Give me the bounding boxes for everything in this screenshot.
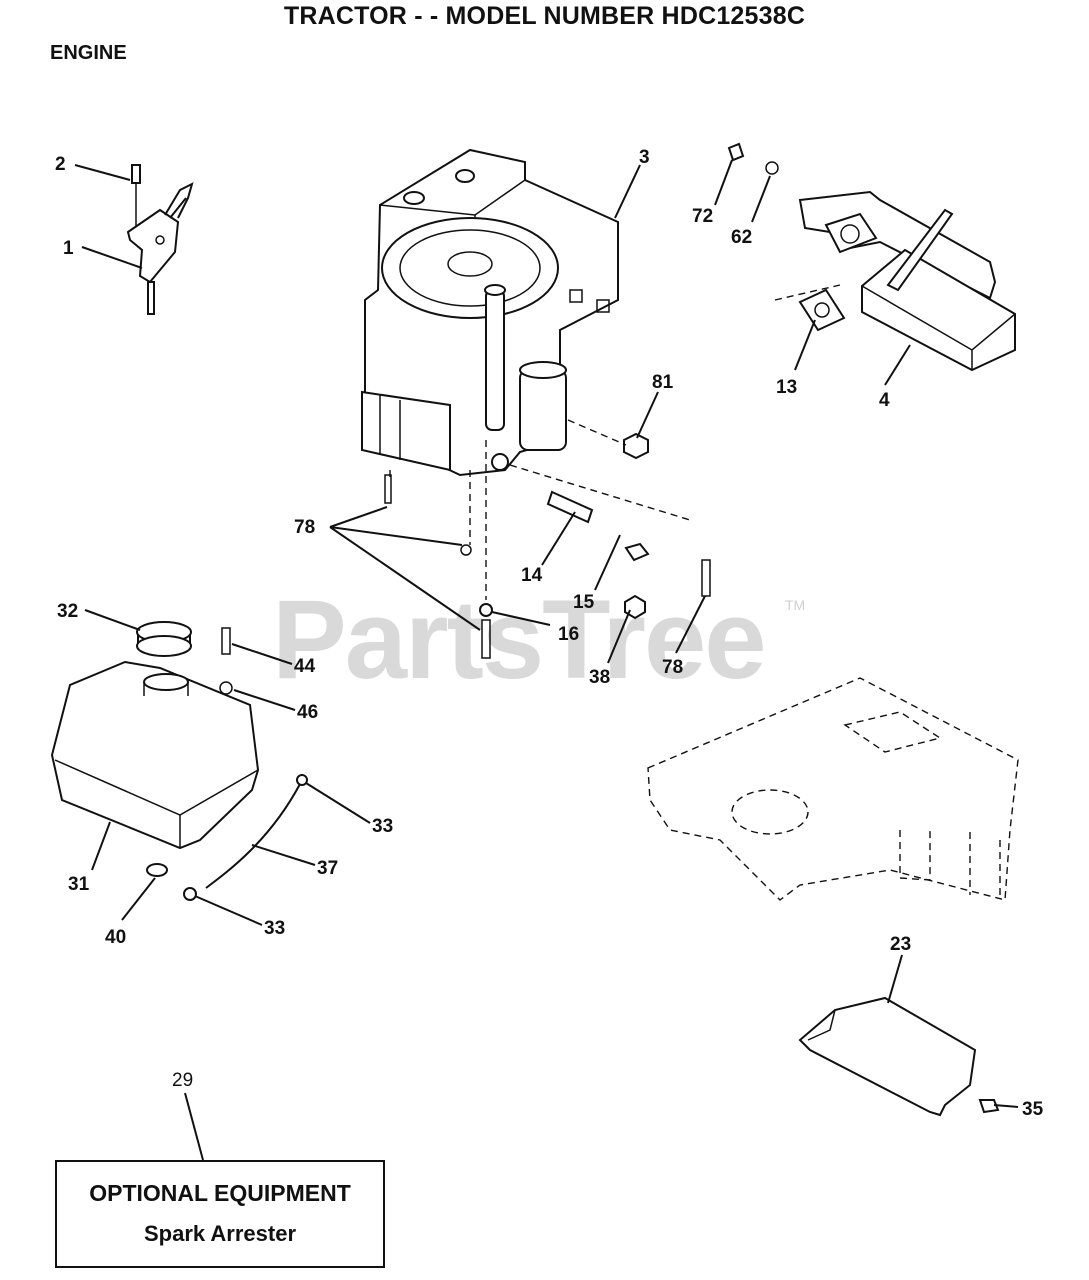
callout-16: 16 (558, 624, 579, 645)
callout-2: 2 (55, 154, 66, 175)
callout-44: 44 (294, 656, 316, 677)
callout-37: 37 (317, 858, 338, 879)
hardware-parts (384, 419, 711, 659)
callout-13: 13 (776, 377, 797, 398)
callout-32: 32 (57, 601, 78, 622)
callout-46: 46 (297, 702, 318, 723)
part-callouts: 2 1 3 72 62 13 4 81 78 14 15 16 38 78 32… (55, 147, 1044, 1120)
optional-equipment-box: OPTIONAL EQUIPMENT Spark Arrester (55, 1160, 385, 1268)
engine-part (361, 148, 619, 477)
callout-15: 15 (573, 592, 595, 613)
callout-78-engine: 78 (294, 517, 315, 538)
section-heading: ENGINE (50, 42, 127, 64)
callout-4: 4 (879, 390, 890, 411)
callout-38: 38 (589, 667, 610, 688)
callout-29: 29 (172, 1070, 193, 1091)
callout-14: 14 (521, 565, 543, 586)
fuel-tank-part (50, 621, 308, 901)
callout-35: 35 (1022, 1099, 1044, 1120)
callout-81: 81 (652, 372, 674, 393)
leader-lines (74, 159, 1019, 1161)
callout-3: 3 (639, 147, 650, 168)
shield-part (798, 996, 1000, 1117)
callout-31: 31 (68, 874, 90, 895)
callout-72: 72 (692, 206, 713, 227)
callout-33-lower: 33 (264, 918, 285, 939)
watermark-tm: TM (785, 597, 805, 613)
chassis-plate-part (647, 677, 1019, 901)
throttle-control-part (126, 164, 194, 315)
muffler-part (727, 142, 1016, 372)
callout-1: 1 (63, 238, 74, 259)
watermark-text: PartsTree (272, 577, 765, 702)
callout-33-upper: 33 (372, 816, 393, 837)
optional-equipment-title: OPTIONAL EQUIPMENT (89, 1180, 351, 1206)
spark-arrester-label: Spark Arrester (143, 1221, 297, 1246)
callout-40: 40 (105, 927, 126, 948)
page-title: TRACTOR - - MODEL NUMBER HDC12538C (283, 2, 806, 30)
callout-62: 62 (731, 227, 752, 248)
callout-23: 23 (890, 934, 911, 955)
callout-78-bolt: 78 (662, 657, 683, 678)
